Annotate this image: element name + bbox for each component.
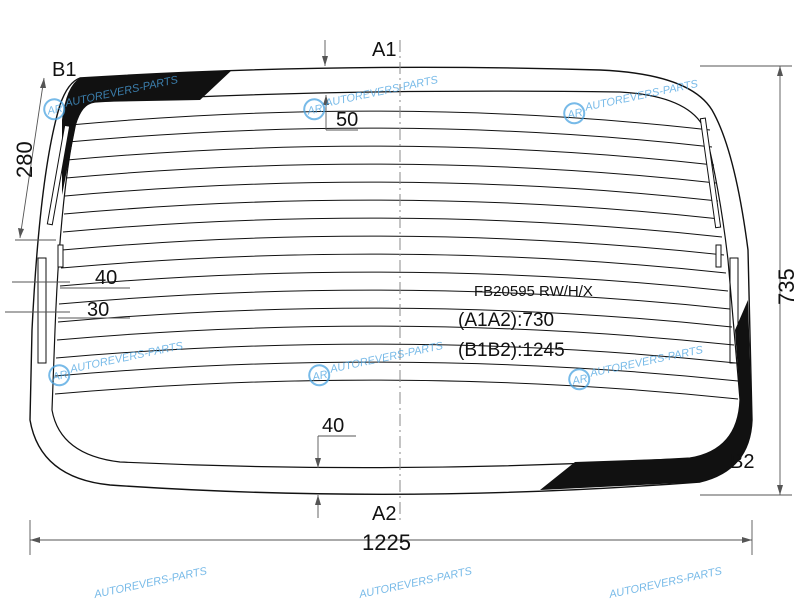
svg-text:AUTOREVERS-PARTS: AUTOREVERS-PARTS xyxy=(328,340,445,376)
diagonal-b: (B1B2):1245 xyxy=(458,340,565,361)
dimension-width: 1225 xyxy=(362,530,411,555)
heating-lines xyxy=(54,110,739,400)
point-a1-label: A1 xyxy=(372,39,396,61)
svg-text:AUTOREVERS-PARTS: AUTOREVERS-PARTS xyxy=(588,344,705,380)
dimension-side-40: 40 xyxy=(95,267,117,289)
svg-text:AUTOREVERS-PARTS: AUTOREVERS-PARTS xyxy=(583,78,700,114)
side-strip-left xyxy=(37,257,47,364)
busbar-left xyxy=(46,124,71,226)
watermark-7: AUTOREVERS-PARTS xyxy=(92,565,209,600)
watermark-8: AUTOREVERS-PARTS xyxy=(357,565,474,600)
glass-inner-outline xyxy=(51,90,741,469)
svg-text:AUTOREVERS-PARTS: AUTOREVERS-PARTS xyxy=(357,565,474,600)
terminal-left xyxy=(57,244,64,268)
watermark-6: AR AUTOREVERS-PARTS xyxy=(568,344,705,391)
watermark-3: AR AUTOREVERS-PARTS xyxy=(563,78,700,125)
svg-text:AR: AR xyxy=(45,103,63,118)
terminal-right xyxy=(715,244,722,268)
dimension-side-30: 30 xyxy=(87,299,109,321)
svg-text:AR: AR xyxy=(50,369,68,384)
side-strip-right xyxy=(729,257,739,364)
black-band-top-left xyxy=(62,70,232,195)
black-band-bottom-right xyxy=(540,300,752,490)
dimension-lines xyxy=(5,40,792,555)
watermark-2: AR AUTOREVERS-PARTS xyxy=(303,74,440,121)
svg-text:AUTOREVERS-PARTS: AUTOREVERS-PARTS xyxy=(92,565,209,600)
svg-text:AR: AR xyxy=(565,107,583,122)
svg-text:AR: AR xyxy=(570,373,588,388)
busbar-right xyxy=(699,117,722,229)
point-b2-label: B2 xyxy=(730,451,754,473)
point-b1-label: B1 xyxy=(52,59,76,81)
dimension-height: 735 xyxy=(774,268,799,305)
dimension-top-band: 50 xyxy=(336,109,358,131)
watermark-9: AUTOREVERS-PARTS xyxy=(607,565,724,600)
svg-text:AR: AR xyxy=(310,369,328,384)
svg-text:AUTOREVERS-PARTS: AUTOREVERS-PARTS xyxy=(607,565,724,600)
dimension-arrows xyxy=(18,56,783,543)
watermark-4: AR AUTOREVERS-PARTS xyxy=(48,340,185,387)
glass-outer-outline xyxy=(29,66,753,495)
part-code: FB20595 RW/H/X xyxy=(474,283,593,300)
svg-text:AR: AR xyxy=(305,103,323,118)
diagonal-a: (A1A2):730 xyxy=(458,310,554,331)
dimension-corner-b1: 280 xyxy=(12,141,37,178)
point-a2-label: A2 xyxy=(372,503,396,525)
dimension-bottom-band: 40 xyxy=(322,415,344,437)
